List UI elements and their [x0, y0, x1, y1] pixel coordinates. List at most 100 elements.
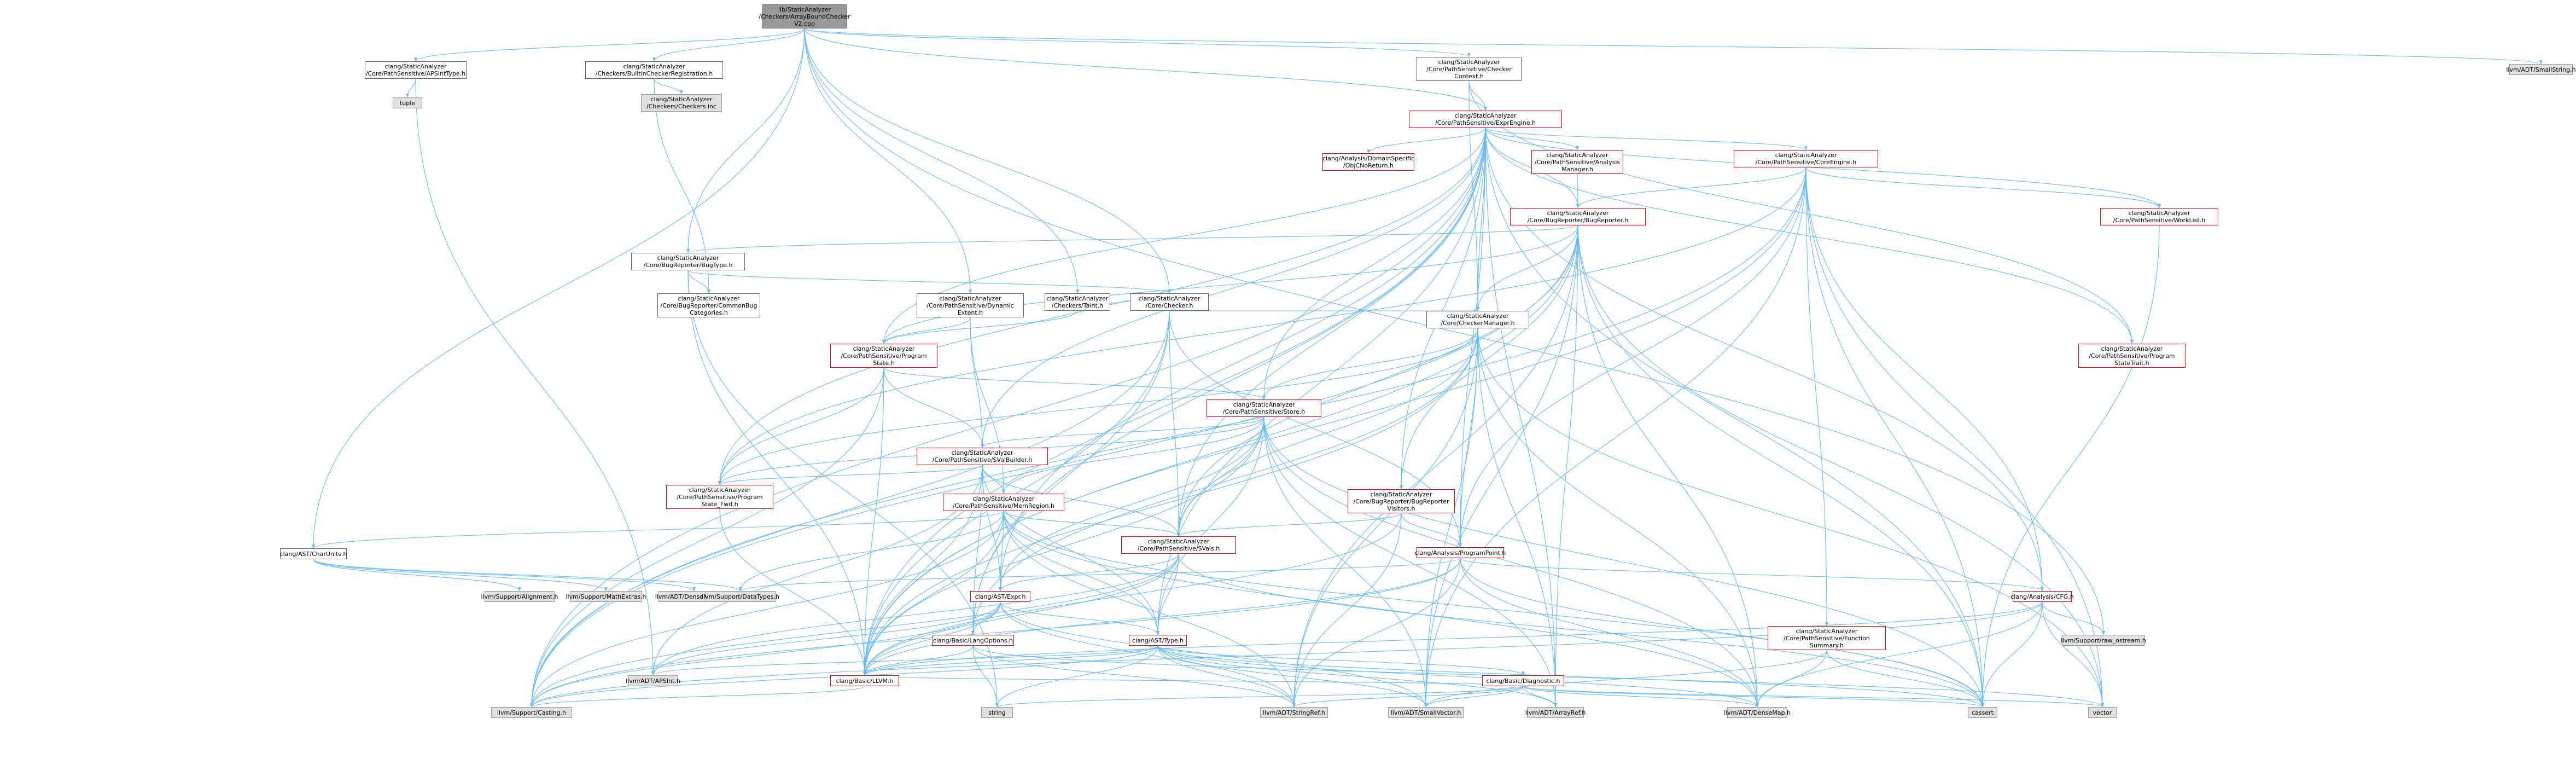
- edge-root-to-builtin: [652, 28, 805, 62]
- node-label: llvm/ADT/APSInt.h: [626, 677, 680, 685]
- node-string[interactable]: string: [981, 707, 1013, 718]
- edge-exprengine-to-casting: [529, 128, 1486, 708]
- edge-bugreporter-to-llvmh: [862, 225, 1578, 676]
- edge-store-to-svalbuilder: [981, 416, 1264, 448]
- edge-checkermgr-to-store: [1262, 328, 1478, 400]
- node-tuple[interactable]: tuple: [393, 97, 422, 108]
- edge-progstate-to-casting: [529, 367, 884, 708]
- node-builtin[interactable]: clang/StaticAnalyzer /Checkers/BuiltinCh…: [585, 61, 723, 79]
- node-smallvector[interactable]: llvm/ADT/SmallVector.h: [1388, 707, 1464, 718]
- node-label: clang/StaticAnalyzer /Core/PathSensitive…: [1784, 627, 1870, 649]
- edge-memregion-to-casting: [529, 511, 1004, 708]
- node-label: clang/Basic/Diagnostic.h: [1486, 677, 1560, 685]
- node-taint[interactable]: clang/StaticAnalyzer /Checkers/Taint.h: [1045, 293, 1110, 311]
- edge-diagnostic-to-stringref: [1292, 686, 1524, 708]
- edge-coreengine-to-cassert: [1805, 167, 1985, 708]
- node-expr[interactable]: clang/AST/Expr.h: [970, 591, 1030, 602]
- node-diagnostic[interactable]: clang/Basic/Diagnostic.h: [1482, 675, 1564, 686]
- node-worklist[interactable]: clang/StaticAnalyzer /Core/PathSensitive…: [2100, 208, 2218, 225]
- edge-type-to-diagnostic: [1157, 645, 1525, 676]
- node-exprengine[interactable]: clang/StaticAnalyzer /Core/PathSensitive…: [1409, 111, 1562, 128]
- node-llvmh[interactable]: clang/Basic/LLVM.h: [830, 675, 899, 686]
- edge-exprengine-to-cfg: [1485, 128, 2044, 592]
- node-bugtype[interactable]: clang/StaticAnalyzer /Core/BugReporter/B…: [631, 253, 745, 270]
- edge-cfg-to-casting: [530, 601, 2043, 708]
- node-label: clang/StaticAnalyzer /Core/PathSensitive…: [926, 294, 1014, 316]
- node-commonbug[interactable]: clang/StaticAnalyzer /Core/BugReporter/C…: [657, 293, 760, 317]
- node-alignment[interactable]: llvm/Support/Alignment.h: [481, 591, 558, 602]
- edge-charunits-to-densemapinfo: [313, 559, 696, 592]
- node-apsintadt[interactable]: llvm/ADT/APSInt.h: [626, 675, 680, 686]
- edge-visitors-to-progpoint: [1401, 513, 1462, 548]
- node-progpoint[interactable]: clang/Analysis/ProgramPoint.h: [1414, 547, 1506, 558]
- edge-llvmh-to-casting: [530, 686, 865, 708]
- edge-type-to-cassert: [1157, 645, 1984, 708]
- node-casting[interactable]: llvm/Support/Casting.h: [491, 707, 572, 718]
- edge-store-to-cassert: [1263, 416, 1985, 708]
- node-objcnoreturn[interactable]: clang/Analysis/DomainSpecific /ObjCNoRet…: [1322, 153, 1414, 171]
- edge-diagnostic-to-densemap: [1523, 686, 1759, 708]
- node-label: clang/StaticAnalyzer /Core/PathSensitive…: [1222, 401, 1306, 415]
- edge-dynext-to-progstate: [882, 317, 971, 344]
- node-svals[interactable]: clang/StaticAnalyzer /Core/PathSensitive…: [1121, 536, 1236, 554]
- edge-visitors-to-llvmh: [862, 513, 1402, 676]
- node-smallstring[interactable]: llvm/ADT/SmallString.h: [2506, 64, 2576, 75]
- node-coreengine[interactable]: clang/StaticAnalyzer /Core/PathSensitive…: [1734, 150, 1878, 167]
- node-label: clang/Analysis/ProgramPoint.h: [1414, 549, 1506, 557]
- edge-bugreporter-to-progstate: [882, 225, 1578, 344]
- node-stringref[interactable]: llvm/ADT/StringRef.h: [1260, 707, 1328, 718]
- edge-memregion-to-cassert: [1003, 511, 1985, 708]
- node-charunits[interactable]: clang/AST/CharUnits.h: [280, 548, 347, 559]
- node-svalbuilder[interactable]: clang/StaticAnalyzer /Core/PathSensitive…: [917, 448, 1048, 465]
- node-root[interactable]: lib/StaticAnalyzer /Checkers/ArrayBoundC…: [759, 4, 850, 28]
- node-memregion[interactable]: clang/StaticAnalyzer /Core/PathSensitive…: [943, 494, 1064, 511]
- edge-apsint-to-tuple: [405, 78, 416, 98]
- edge-type-to-stringref: [1157, 645, 1296, 708]
- edge-expr-to-langopts: [971, 601, 1001, 635]
- edge-type-to-string: [995, 645, 1158, 708]
- node-datatypes[interactable]: llvm/Support/DataTypes.h: [702, 591, 779, 602]
- node-bugreporter[interactable]: clang/StaticAnalyzer /Core/BugReporter/B…: [1510, 208, 1646, 225]
- node-progstate[interactable]: clang/StaticAnalyzer /Core/PathSensitive…: [830, 344, 937, 368]
- node-vector[interactable]: vector: [2088, 707, 2117, 718]
- node-label: clang/StaticAnalyzer /Core/Checker.h: [1138, 295, 1200, 309]
- edge-coreengine-to-bugreporter: [1576, 167, 1806, 208]
- node-dynext[interactable]: clang/StaticAnalyzer /Core/PathSensitive…: [917, 293, 1024, 317]
- node-label: clang/Analysis/CFG.h: [2010, 593, 2074, 600]
- node-apsint[interactable]: clang/StaticAnalyzer /Core/PathSensitive…: [365, 61, 467, 79]
- node-progstatetrait[interactable]: clang/StaticAnalyzer /Core/PathSensitive…: [2078, 344, 2185, 368]
- node-checker[interactable]: clang/StaticAnalyzer /Core/Checker.h: [1130, 293, 1209, 311]
- node-funcsummary[interactable]: clang/StaticAnalyzer /Core/PathSensitive…: [1768, 626, 1886, 650]
- node-checkersinc[interactable]: clang/StaticAnalyzer /Checkers/Checkers.…: [641, 94, 722, 112]
- node-mathextras[interactable]: llvm/Support/MathExtras.h: [566, 591, 646, 602]
- node-densemap[interactable]: llvm/ADT/DenseMap.h: [1724, 707, 1791, 718]
- node-langopts[interactable]: clang/Basic/LangOptions.h: [932, 635, 1014, 646]
- node-label: clang/StaticAnalyzer /Checkers/BuiltinCh…: [595, 63, 713, 77]
- node-type[interactable]: clang/AST/Type.h: [1129, 635, 1187, 646]
- edge-taint-to-progstate: [882, 310, 1078, 344]
- edge-bugtype-to-string: [687, 270, 999, 708]
- edge-root-to-rawostream: [804, 28, 2106, 635]
- edge-expr-to-casting: [529, 601, 1001, 708]
- edge-progpoint-to-cfg: [1460, 558, 2044, 592]
- node-arrayref[interactable]: llvm/ADT/ArrayRef.h: [1525, 707, 1586, 718]
- edge-exprengine-to-langopts: [971, 128, 1486, 635]
- edge-cfg-to-cassert: [1980, 601, 2043, 708]
- edge-exprengine-to-expr: [998, 128, 1486, 592]
- node-analysismgr[interactable]: clang/StaticAnalyzer /Core/PathSensitive…: [1531, 150, 1623, 174]
- edge-bugtype-to-commonbug: [687, 270, 711, 294]
- edge-checkermgr-to-arrayref: [1477, 328, 1558, 708]
- edge-charunits-to-datatypes: [313, 559, 742, 592]
- edge-exprengine-to-progpoint: [1458, 128, 1486, 548]
- node-label: clang/StaticAnalyzer /Core/PathSensitive…: [2089, 345, 2175, 367]
- node-rawostream[interactable]: llvm/Support/raw_ostream.h: [2061, 635, 2146, 646]
- node-checkerctx[interactable]: clang/StaticAnalyzer /Core/PathSensitive…: [1417, 57, 1522, 81]
- node-label: clang/StaticAnalyzer /Core/PathSensitive…: [365, 63, 466, 77]
- node-cfg[interactable]: clang/Analysis/CFG.h: [2010, 591, 2074, 602]
- node-checkermgr[interactable]: clang/StaticAnalyzer /Core/CheckerManage…: [1426, 311, 1529, 328]
- node-cassert[interactable]: cassert: [1968, 707, 1997, 718]
- node-visitors[interactable]: clang/StaticAnalyzer /Core/BugReporter/B…: [1348, 489, 1455, 513]
- node-label: clang/StaticAnalyzer /Core/PathSensitive…: [1137, 538, 1220, 552]
- node-progstatefwd[interactable]: clang/StaticAnalyzer /Core/PathSensitive…: [666, 485, 773, 509]
- node-store[interactable]: clang/StaticAnalyzer /Core/PathSensitive…: [1207, 399, 1321, 417]
